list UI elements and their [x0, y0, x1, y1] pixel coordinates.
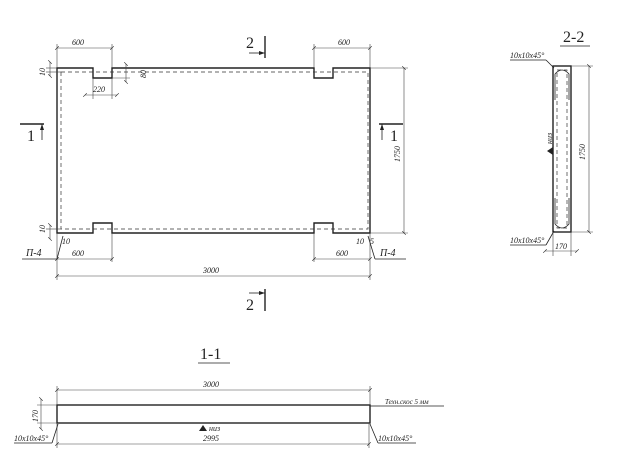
dim-bottom-left-600-label: 600	[72, 249, 84, 258]
dim-top-right: 600	[311, 38, 373, 68]
dim-bottom-right-600: 600	[311, 249, 373, 262]
section-2-2: 2-2 10x10x45° 10x10x45° низ 1750 170	[510, 29, 593, 256]
section11-bottom-label: низ	[209, 424, 220, 433]
dim-notch-width: 220	[82, 78, 120, 99]
section22-chamfer-bottom: 10x10x45°	[510, 236, 545, 245]
section11-chamfer-right: 10x10x45°	[378, 434, 413, 443]
section22-bottom-label: низ	[545, 133, 554, 144]
section-marker-bottom: 2	[246, 289, 266, 314]
section-marker-left: 1	[20, 123, 44, 145]
section22-outline	[552, 65, 572, 233]
dim-bottom-right-10: 10	[356, 237, 364, 246]
section11-tech-bevel: Техн.скос 5 мм	[385, 398, 429, 406]
section11-dim-thickness: 170	[31, 410, 40, 422]
section-left-text: 1	[27, 128, 35, 145]
dim-edge-top-label: 10	[38, 68, 47, 76]
loop-label-left: П-4	[22, 235, 64, 260]
loop-right-text: П-4	[379, 248, 396, 259]
dim-height-label: 1750	[393, 146, 402, 162]
section-marker-top: 2	[246, 35, 266, 58]
dim-bottom-right-5: 5	[370, 237, 374, 246]
section22-dim-height: 1750	[578, 144, 587, 160]
dim-total-length: 3000	[54, 266, 373, 279]
dim-total-length-label: 3000	[202, 266, 219, 275]
loop-left-text: П-4	[25, 248, 42, 259]
section22-chamfer-top: 10x10x45°	[510, 51, 545, 60]
section-bottom-text: 2	[246, 297, 254, 314]
section11-outline	[56, 404, 371, 424]
dim-height: 1750	[370, 65, 408, 236]
loop-label-right: П-4	[367, 235, 406, 260]
dim-bottom-right-600-label: 600	[336, 249, 348, 258]
dim-top-left: 600	[54, 38, 115, 68]
triangle-icon	[547, 147, 553, 155]
panel-inner-contour	[60, 71, 369, 230]
dim-top-left-label: 600	[72, 38, 84, 47]
section-marker-right: 1	[379, 123, 403, 145]
dim-notch-depth: 80	[112, 61, 148, 85]
section11-title: 1-1	[200, 346, 221, 363]
section22-title: 2-2	[563, 29, 584, 46]
dim-notch-depth-label: 80	[139, 70, 148, 78]
section11-dim-top: 3000	[202, 380, 219, 389]
section22-dim-width: 170	[555, 242, 567, 251]
dim-edge-bottom: 10	[38, 222, 61, 242]
triangle-icon	[199, 425, 207, 431]
dim-top-right-label: 600	[338, 38, 350, 47]
section11-chamfer-left: 10x10x45°	[14, 434, 49, 443]
section11-dim-bottom: 2995	[203, 434, 219, 443]
dim-notch-width-label: 220	[93, 85, 105, 94]
plan-view: 600 600 220 80 10	[20, 35, 408, 314]
section-top-text: 2	[246, 35, 254, 52]
dim-bottom-left-10: 10	[62, 237, 70, 246]
section-1-1: 1-1 3000 2995 170 10x10x45° 10x10x45° Те…	[14, 346, 444, 448]
dim-bottom-left-600: 600	[54, 249, 115, 262]
dim-edge-bottom-label: 10	[38, 225, 47, 233]
dim-edge-top: 10	[38, 59, 61, 79]
section-right-text: 1	[390, 128, 398, 145]
